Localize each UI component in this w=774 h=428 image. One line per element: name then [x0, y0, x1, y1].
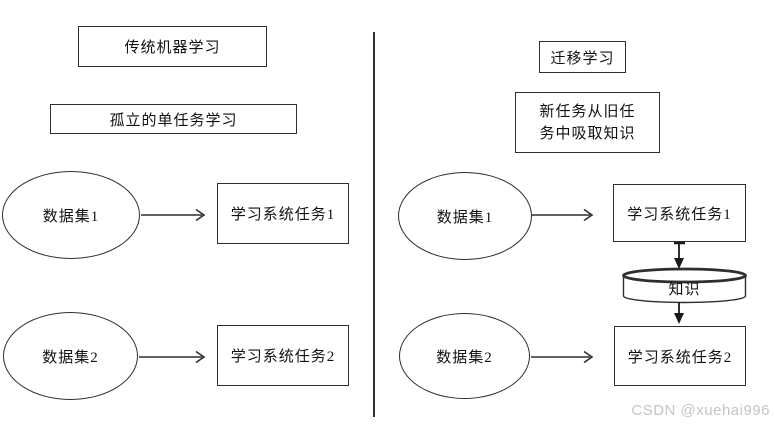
csdn-watermark: CSDN @xuehai996 — [631, 402, 770, 419]
right-dataset1-label: 数据集1 — [436, 209, 494, 226]
single-task-subtitle-box: 孤立的单任务学习 — [50, 104, 297, 134]
single-task-subtitle: 孤立的单任务学习 — [109, 112, 238, 129]
transfer-subtitle-line1: 新任务从旧任 — [539, 103, 636, 120]
transfer-subtitle-line2: 务中吸取知识 — [539, 125, 636, 142]
transfer-subtitle-box: 新任务从旧任 务中吸取知识 — [515, 92, 660, 153]
right-task1-label: 学习系统任务1 — [627, 206, 732, 223]
right-dataset1-ellipse: 数据集1 — [398, 172, 532, 260]
left-dataset1-ellipse: 数据集1 — [2, 171, 140, 259]
right-task2-label: 学习系统任务2 — [627, 349, 733, 366]
left-dataset2-ellipse: 数据集2 — [3, 312, 138, 400]
transfer-learning-title-box: 迁移学习 — [539, 41, 626, 73]
left-task1-label: 学习系统任务1 — [230, 207, 336, 223]
left-task1-box: 学习系统任务1 — [217, 183, 349, 244]
arrowhead-right-task2 — [583, 350, 594, 364]
arrowhead-knowledge — [674, 258, 684, 269]
right-task1-box: 学习系统任务1 — [613, 184, 746, 242]
arrowhead-right-task1 — [583, 208, 594, 222]
left-task2-label: 学习系统任务2 — [230, 349, 336, 365]
traditional-ml-title-box: 传统机器学习 — [78, 26, 267, 67]
arrowhead-task2 — [674, 313, 684, 324]
left-dataset2-label: 数据集2 — [42, 349, 99, 366]
knowledge-label: 知识 — [668, 281, 701, 298]
knowledge-label-wrap: 知识 — [623, 278, 746, 298]
arrowhead-left-task1 — [195, 208, 206, 222]
right-dataset2-ellipse: 数据集2 — [399, 313, 530, 399]
right-task2-box: 学习系统任务2 — [614, 326, 746, 386]
left-dataset1-label: 数据集1 — [42, 208, 100, 225]
transfer-learning-title: 迁移学习 — [550, 50, 615, 67]
arrowhead-left-task2 — [195, 350, 206, 364]
traditional-ml-title: 传统机器学习 — [124, 40, 221, 56]
right-dataset2-label: 数据集2 — [436, 349, 493, 366]
left-task2-box: 学习系统任务2 — [217, 325, 349, 386]
